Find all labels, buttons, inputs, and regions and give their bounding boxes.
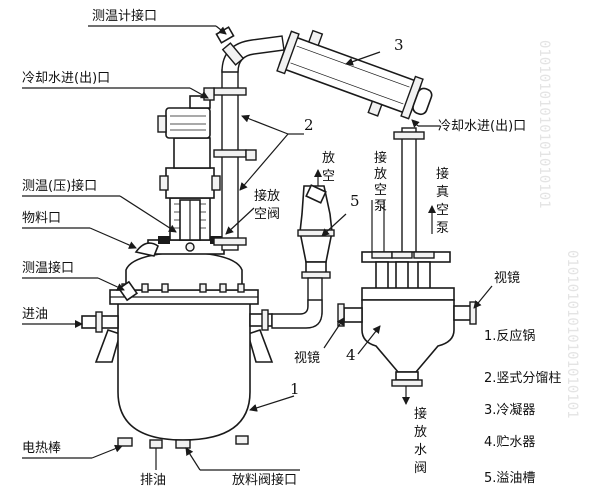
- label-oil-inlet: 进油: [22, 307, 48, 322]
- label-discharge-valve-port: 放料阀接口: [232, 472, 297, 488]
- label-sight-glass-right: 视镜: [494, 271, 520, 286]
- label-drain-water-2: 放: [414, 425, 427, 440]
- condenser-downpipe: [401, 127, 417, 259]
- label-drain-water-3: 水: [414, 443, 427, 458]
- legend-item-2: 2.竖式分馏柱: [484, 371, 561, 386]
- motor-upper: [165, 107, 211, 139]
- label-vacuum-pump-1: 接: [436, 166, 449, 182]
- overflow-tank: [297, 184, 335, 315]
- discharge-fitting: [175, 439, 191, 449]
- label-cooling-water-top: 冷却水进(出)口: [22, 71, 110, 86]
- leader-lines: [22, 25, 493, 471]
- label-heating-rod: 电热棒: [22, 441, 61, 456]
- receiver-sight-right: [453, 305, 473, 321]
- motor-lower: [173, 137, 211, 169]
- label-thermometer-port: 测温计接口: [92, 8, 157, 24]
- watermark-text: 01010101010101010101: [536, 40, 552, 209]
- fractionating-column: [203, 26, 285, 251]
- label-vacuum-pump-4: 泵: [436, 221, 449, 236]
- legend-item-4: 4.贮水器: [484, 435, 535, 450]
- heating-rod-fitting: [117, 437, 133, 447]
- condenser: [276, 29, 433, 120]
- label-temp-port: 测温接口: [22, 260, 74, 276]
- label-material-port: 物料口: [22, 211, 61, 226]
- callout-2: 2: [304, 116, 314, 134]
- binary-watermark: 01010101010101010101 0101010101010101010…: [536, 40, 580, 419]
- label-pump-release-2: 放: [374, 167, 387, 182]
- material-port: [134, 242, 159, 257]
- reactor-body: [117, 301, 251, 441]
- label-vent-1: 放: [322, 151, 335, 166]
- water-receiver: [337, 251, 477, 387]
- label-vacuum-pump-3: 空: [436, 203, 449, 218]
- label-drain-water-4: 阀: [414, 461, 427, 476]
- oil-drain-fitting: [149, 439, 163, 449]
- label-vent-2: 空: [322, 169, 335, 184]
- reactor-right-leg: [247, 328, 274, 363]
- callout-1: 1: [290, 380, 300, 398]
- label-drain-water-1: 接: [414, 406, 427, 422]
- callout-5: 5: [350, 192, 360, 210]
- label-temp-pressure-port: 测温(压)接口: [22, 178, 97, 194]
- receiver-sight-left: [343, 307, 363, 323]
- label-vacuum-release-valve-1: 接放: [254, 188, 280, 204]
- receiver-body: [361, 299, 455, 373]
- flange-bolts: [121, 283, 245, 293]
- legend-item-1: 1.反应锅: [484, 328, 535, 344]
- label-vacuum-release-valve-2: 空阀: [254, 207, 280, 222]
- label-vacuum-pump-2: 真: [436, 185, 449, 200]
- legend-item-3: 3.冷凝器: [484, 402, 535, 418]
- watermark-text-2: 01010101010101010101: [564, 250, 580, 419]
- receiver-flange: [361, 287, 455, 301]
- column-tube: [221, 69, 239, 251]
- reactor-vessel: [81, 95, 274, 449]
- label-pump-release-3: 空: [374, 183, 387, 198]
- label-sight-glass-left: 视镜: [294, 351, 320, 366]
- gearbox: [165, 167, 215, 199]
- legend: 1.反应锅 2.竖式分馏柱 3.冷凝器 4.贮水器 5.溢油槽: [484, 328, 561, 486]
- reactor-overflow-pipe: [271, 299, 323, 329]
- label-oil-drain: 排油: [140, 473, 166, 488]
- label-pump-release-4: 泵: [374, 199, 387, 214]
- legend-item-5: 5.溢油槽: [484, 471, 535, 486]
- label-cooling-water-right: 冷却水进(出)口: [438, 119, 526, 134]
- reactor-left-leg: [94, 328, 121, 363]
- label-pump-release-1: 接: [374, 150, 387, 166]
- callout-3: 3: [394, 36, 404, 54]
- callout-4: 4: [346, 346, 356, 364]
